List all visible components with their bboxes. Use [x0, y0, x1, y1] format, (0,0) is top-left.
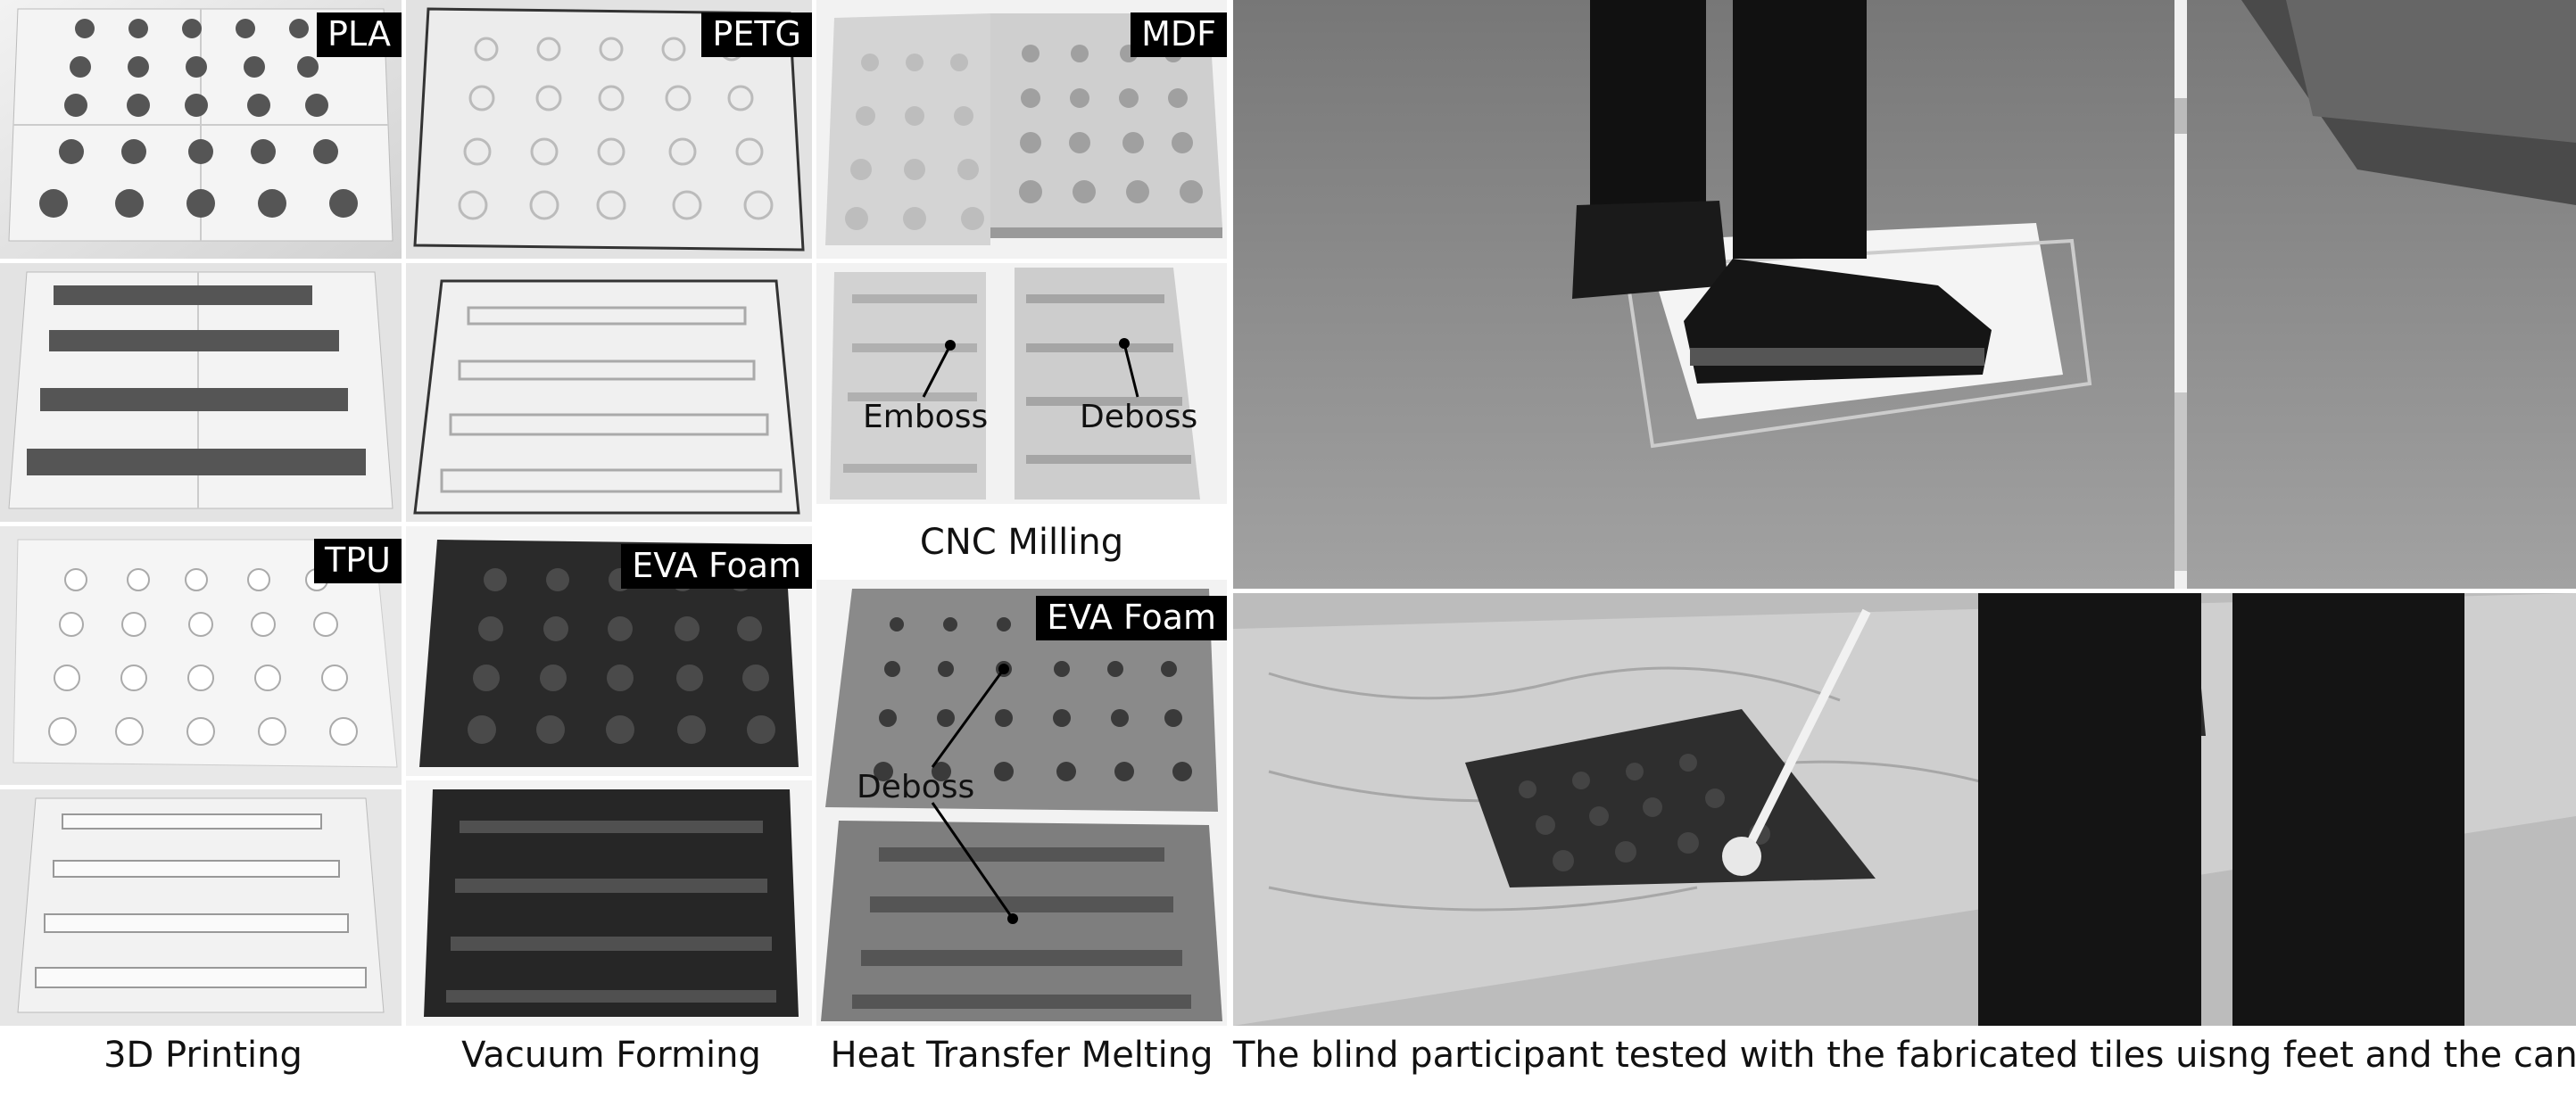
participant-cane-photo — [1233, 593, 2576, 1026]
petg-label: PETG — [701, 12, 812, 57]
cnc-milling-caption: CNC Milling — [919, 522, 1124, 563]
participant-caption: The blind participant tested with the fa… — [1233, 1035, 2576, 1076]
tpu-label: TPU — [314, 539, 402, 583]
eva-vacuum-dot-tile-photo: EVA Foam — [406, 526, 812, 776]
emboss-annotation: Emboss — [863, 399, 989, 435]
petg-bar-tile-photo — [406, 263, 812, 522]
tpu-bar-tile-photo — [0, 789, 402, 1026]
deboss-eva-annotation: Deboss — [857, 769, 975, 805]
mdf-bar-tile-photo: Emboss Deboss — [816, 263, 1227, 504]
pla-bar-tile-photo — [0, 263, 402, 522]
3d-printing-caption: 3D Printing — [104, 1035, 302, 1076]
eva-foam-heat-label: EVA Foam — [1036, 596, 1227, 640]
tpu-dot-tile-photo: TPU — [0, 526, 402, 785]
mdf-label: MDF — [1131, 12, 1227, 57]
eva-vacuum-bar-tile-photo — [406, 780, 812, 1026]
petg-dot-tile-photo: PETG — [406, 0, 812, 259]
heat-transfer-melting-caption: Heat Transfer Melting — [830, 1035, 1213, 1076]
deboss-mdf-annotation: Deboss — [1080, 399, 1198, 435]
eva-heat-tile-photo: EVA Foam Deboss — [816, 580, 1227, 1026]
eva-foam-vacuum-label: EVA Foam — [621, 544, 812, 589]
vacuum-forming-caption: Vacuum Forming — [461, 1035, 761, 1076]
pla-dot-tile-photo: PLA — [0, 0, 402, 259]
pla-label: PLA — [317, 12, 402, 57]
participant-feet-photo — [1233, 0, 2576, 589]
mdf-dot-tile-photo: MDF — [816, 0, 1227, 259]
